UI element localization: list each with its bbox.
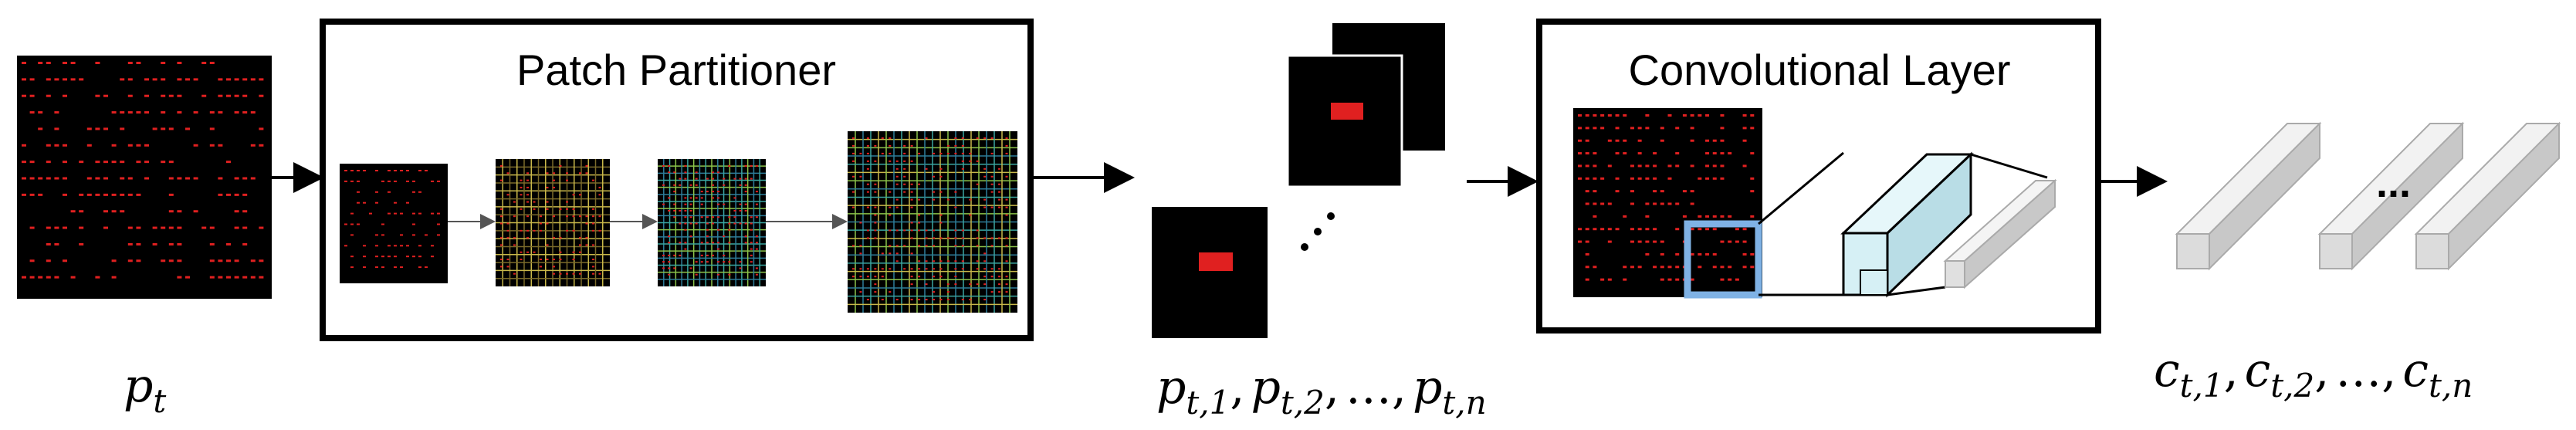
patch-dots <box>1301 212 1335 251</box>
input-frame-image <box>17 56 272 299</box>
patch-single <box>1152 207 1268 338</box>
partition-stage-1 <box>340 164 448 283</box>
feature-bar <box>1943 178 2057 289</box>
output-dots: ... <box>2376 160 2411 206</box>
input-frame-label: pt <box>124 359 166 420</box>
partition-stage-3 <box>658 159 766 286</box>
patches-label: pt,1,pt,2,…,pt,n <box>1156 361 1487 422</box>
patch-pellet <box>1199 252 1233 271</box>
patch-partitioner-box: Patch Partitioner <box>320 19 1034 341</box>
patch-partitioner-title: Patch Partitioner <box>516 46 836 94</box>
output-feature-bar <box>2175 121 2322 271</box>
partition-stage-2 <box>496 159 610 286</box>
output-feature-bar <box>2414 121 2561 271</box>
output-feature-bar <box>2317 121 2465 271</box>
conv-input-image <box>1573 108 1762 297</box>
patch-pellet <box>1331 103 1363 120</box>
partition-stage-4 <box>848 131 1017 313</box>
kernel-cuboid <box>1840 151 1974 298</box>
receptive-field-highlight <box>1684 220 1762 299</box>
outputs-label: ct,1,ct,2,…,ct,n <box>2154 344 2473 405</box>
conv-layer-title: Convolutional Layer <box>1629 46 2011 94</box>
patch-stack <box>1286 23 1445 188</box>
conv-layer-box: Convolutional Layer <box>1536 19 2101 334</box>
